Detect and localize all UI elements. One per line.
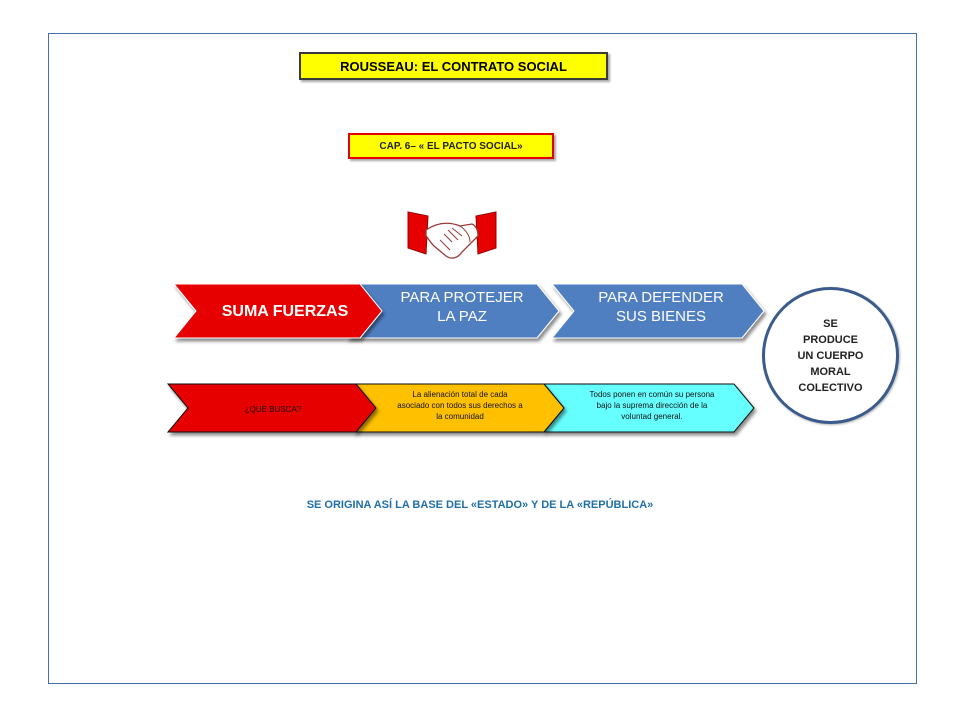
- subtitle-text: CAP. 6– « EL PACTO SOCIAL»: [379, 140, 523, 152]
- t12-line: LA PAZ: [437, 308, 487, 325]
- t21-line: ¿QUÉ BUSCA?: [245, 405, 302, 414]
- t23-line: voluntad general.: [621, 412, 682, 421]
- handshake-icon: [407, 211, 497, 259]
- chevron-que-busca-text: ¿QUÉ BUSCA?: [245, 405, 302, 414]
- chevron-suma: [172, 283, 383, 339]
- chevron-contribucion-text: Todos ponen en común su persona bajo la s…: [590, 390, 716, 421]
- chevron-protejer-text: PARA PROTEJER LA PAZ: [400, 289, 523, 325]
- chevron-row-2: ¿QUÉ BUSCA? La alienación total de cada a…: [166, 383, 755, 433]
- t12-line: PARA PROTEJER: [400, 289, 523, 306]
- t22-line: La alienación total de cada: [412, 390, 508, 399]
- t23-line: Todos ponen en común su persona: [590, 390, 716, 399]
- t22-line: la comunidad: [436, 412, 484, 421]
- chevron-defender-text: PARA DEFENDER SUS BIENES: [598, 289, 724, 325]
- subtitle-box: CAP. 6– « EL PACTO SOCIAL»: [348, 133, 554, 159]
- chevron-defender: [550, 283, 765, 339]
- cuerpo-moral-circle: SE PRODUCE UN CUERPO MORAL COLECTIVO: [762, 287, 899, 424]
- chevron-que-busca: [166, 383, 377, 433]
- slide-frame: [48, 33, 917, 684]
- chevron-row-1: SUMA FUERZAS PARA PROTEJER LA PAZ PARA DE…: [172, 283, 765, 339]
- footer-text: SE ORIGINA ASÍ LA BASE DEL «ESTADO» Y DE…: [306, 499, 654, 511]
- chevron-alienacion-text: La alienación total de cada asociado con …: [397, 390, 523, 421]
- t22-line: asociado con todos sus derechos a: [397, 401, 523, 410]
- t13-line: PARA DEFENDER: [598, 289, 724, 306]
- t13-line: SUS BIENES: [616, 308, 706, 325]
- title-text: ROUSSEAU: EL CONTRATO SOCIAL: [340, 58, 567, 74]
- chevron-suma-text: SUMA FUERZAS: [222, 303, 349, 320]
- t11-line: SUMA FUERZAS: [222, 303, 349, 320]
- t23-line: bajo la suprema dirección de la: [597, 401, 708, 410]
- title-box: ROUSSEAU: EL CONTRATO SOCIAL: [299, 52, 608, 80]
- circle-text: SE PRODUCE UN CUERPO MORAL COLECTIVO: [797, 317, 864, 394]
